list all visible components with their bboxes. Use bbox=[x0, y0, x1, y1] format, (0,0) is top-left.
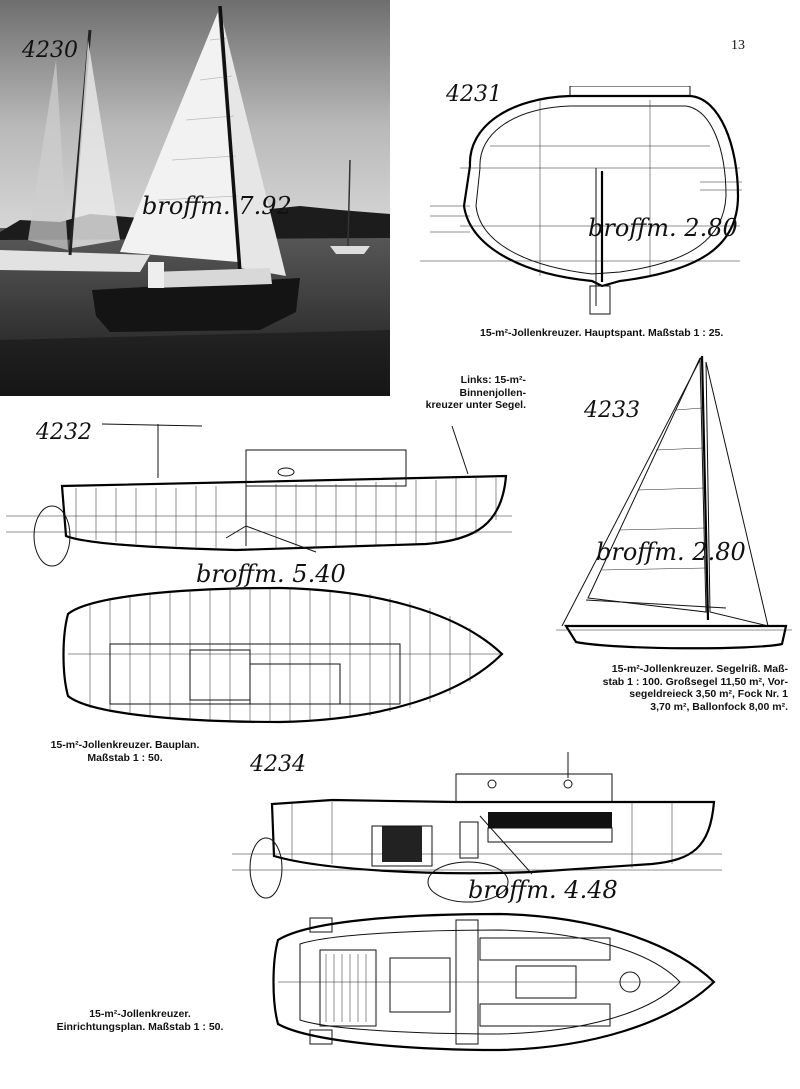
fig-4232-caption: 15-m²-Jollenkreuzer. Bauplan. Maßstab 1 … bbox=[50, 739, 200, 764]
fig-4233-catalog-number: 4233 bbox=[584, 398, 640, 423]
photo-catalog-number: 4230 bbox=[22, 38, 78, 63]
bauplan-deck-plan-drawing bbox=[62, 586, 504, 724]
fig-4233-caption: 15-m²-Jollenkreuzer. Segelriß. Maß- stab… bbox=[602, 663, 788, 713]
fig-4231-caption: 15-m²-Jollenkreuzer. Hauptspant. Maßstab… bbox=[480, 327, 724, 339]
fig-4232-catalog-number: 4232 bbox=[36, 420, 92, 445]
einrichtungsplan-deck-plan-drawing bbox=[272, 912, 716, 1052]
sailing-photo bbox=[0, 0, 390, 396]
fig-4231-catalog-number: 4231 bbox=[446, 82, 502, 107]
fig-4231-handwritten-note: broffm. 2.80 bbox=[588, 214, 738, 242]
fig-4233-handwritten-note: broffm. 2.80 bbox=[596, 538, 746, 566]
segelriss-drawing bbox=[556, 355, 792, 650]
bauplan-profile-drawing bbox=[6, 423, 512, 567]
fig-4232-handwritten-note: broffm. 5.40 bbox=[196, 560, 346, 588]
photo-caption: Links: 15-m²-Binnenjollen- kreuzer unter… bbox=[425, 374, 526, 411]
hauptspant-drawing bbox=[420, 86, 742, 315]
page-number: 13 bbox=[731, 38, 745, 53]
fig-4234-caption: 15-m²-Jollenkreuzer. Einrichtungsplan. M… bbox=[56, 1008, 224, 1033]
fig-4234-catalog-number: 4234 bbox=[250, 752, 306, 777]
fig-4234-handwritten-note: broffm. 4.48 bbox=[468, 876, 618, 904]
einrichtungsplan-profile-drawing bbox=[232, 752, 722, 903]
photo-handwritten-note: broffm. 7.92 bbox=[142, 192, 292, 220]
